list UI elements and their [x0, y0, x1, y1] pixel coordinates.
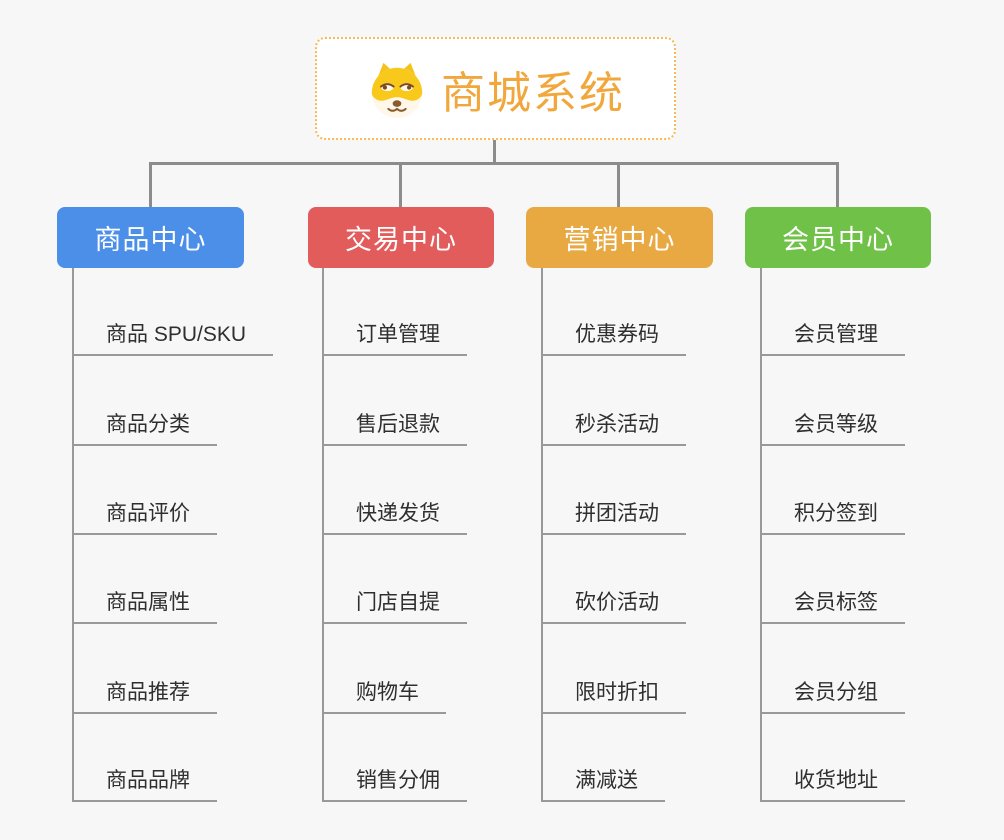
- leaf-node[interactable]: 满减送: [541, 768, 665, 802]
- branch-label: 会员中心: [782, 225, 894, 255]
- leaf-node[interactable]: 销售分佣: [322, 768, 467, 802]
- connector-drop-marketing: [617, 162, 620, 208]
- leaf-node[interactable]: 门店自提: [322, 590, 467, 624]
- connector-drop-products: [149, 162, 152, 208]
- connector-drop-trade: [399, 162, 402, 208]
- leaf-node[interactable]: 砍价活动: [541, 590, 686, 624]
- branch-node-member-center[interactable]: 会员中心: [745, 207, 931, 268]
- leaf-node[interactable]: 商品分类: [72, 412, 217, 446]
- leaf-node[interactable]: 商品评价: [72, 501, 217, 535]
- branch-label: 营销中心: [563, 225, 676, 255]
- leaf-node[interactable]: 会员管理: [760, 322, 905, 356]
- connector-root-stub: [493, 140, 496, 163]
- leaf-node[interactable]: 商品 SPU/SKU: [72, 322, 274, 356]
- leaf-node[interactable]: 会员标签: [760, 590, 905, 624]
- branch-children-marketing-center: 优惠券码 秒杀活动 拼团活动 砍价活动 限时折扣 满减送: [541, 268, 781, 802]
- shiba-dog-icon: [371, 62, 423, 118]
- branch-children-member-center: 会员管理 会员等级 积分签到 会员标签 会员分组 收货地址: [760, 268, 1000, 802]
- branch-children-product-center: 商品 SPU/SKU 商品分类 商品评价 商品属性 商品推荐 商品品牌: [72, 268, 312, 802]
- leaf-node[interactable]: 限时折扣: [541, 680, 686, 714]
- leaf-node[interactable]: 商品推荐: [72, 680, 217, 714]
- branch-label: 交易中心: [345, 225, 457, 255]
- leaf-node[interactable]: 快递发货: [322, 501, 467, 535]
- leaf-node[interactable]: 商品属性: [72, 590, 217, 624]
- branch-label: 商品中心: [94, 225, 207, 255]
- leaf-node[interactable]: 收货地址: [760, 768, 905, 802]
- branch-node-trade-center[interactable]: 交易中心: [308, 207, 494, 268]
- root-node[interactable]: 商城系统: [315, 37, 676, 140]
- leaf-node[interactable]: 会员分组: [760, 680, 905, 714]
- leaf-node[interactable]: 优惠券码: [541, 322, 686, 356]
- leaf-node[interactable]: 会员等级: [760, 412, 905, 446]
- leaf-node[interactable]: 积分签到: [760, 501, 905, 535]
- branch-node-marketing-center[interactable]: 营销中心: [526, 207, 713, 268]
- leaf-node[interactable]: 拼团活动: [541, 501, 686, 535]
- branch-node-product-center[interactable]: 商品中心: [57, 207, 244, 268]
- root-title: 商城系统: [441, 68, 625, 118]
- leaf-node[interactable]: 购物车: [322, 680, 446, 714]
- leaf-node[interactable]: 秒杀活动: [541, 412, 686, 446]
- leaf-node[interactable]: 售后退款: [322, 412, 467, 446]
- leaf-node[interactable]: 商品品牌: [72, 768, 217, 802]
- branch-children-trade-center: 订单管理 售后退款 快递发货 门店自提 购物车 销售分佣: [322, 268, 562, 802]
- leaf-node[interactable]: 订单管理: [322, 322, 467, 356]
- connector-horizontal-rail: [149, 162, 839, 165]
- connector-drop-members: [836, 162, 839, 208]
